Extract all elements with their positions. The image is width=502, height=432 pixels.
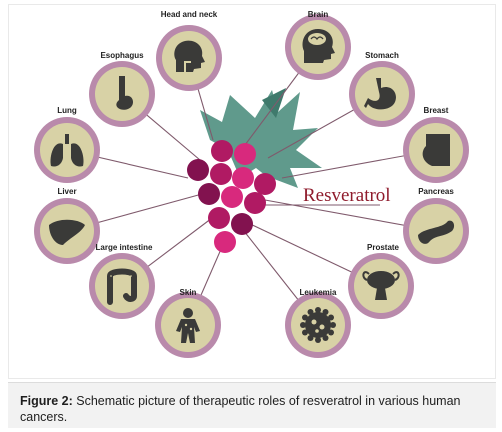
figure-caption: Figure 2: Schematic picture of therapeut…	[8, 382, 496, 428]
organ-label-large-intestine: Large intestine	[95, 243, 153, 252]
organ-label-prostate: Prostate	[366, 243, 400, 252]
esophagus-icon	[116, 76, 134, 110]
figure-panel	[8, 4, 496, 379]
organ-node-lung	[34, 117, 100, 183]
organ-node-leukemia	[285, 292, 351, 358]
grape-berry	[254, 173, 276, 195]
grape-berry	[214, 231, 236, 253]
organ-node-skin	[155, 292, 221, 358]
grape-leaf	[200, 88, 322, 188]
breast-icon	[422, 134, 450, 166]
prostate-icon	[362, 271, 400, 300]
organ-label-lung: Lung	[57, 106, 77, 115]
lung-icon	[50, 134, 84, 167]
organ-label-esophagus: Esophagus	[100, 51, 144, 60]
figure-number: Figure 2:	[20, 394, 73, 408]
brain-icon	[302, 29, 335, 63]
leaf-tip	[262, 88, 286, 118]
organ-node-esophagus	[89, 61, 155, 127]
organ-disc	[40, 123, 94, 177]
grape-berry	[231, 213, 253, 235]
organ-node-liver	[34, 198, 100, 264]
organ-node-prostate	[348, 253, 414, 319]
grape-berry	[232, 167, 254, 189]
organ-node-brain	[285, 14, 351, 80]
large-intestine-icon	[107, 268, 137, 305]
organ-label-pancreas: Pancreas	[418, 187, 454, 196]
organ-label-breast: Breast	[423, 106, 449, 115]
grape-berry	[198, 183, 220, 205]
grape-berry	[234, 143, 256, 165]
grape-berry	[187, 159, 209, 181]
organ-label-leukemia: Leukemia	[299, 288, 337, 297]
skin-icon	[176, 308, 200, 343]
stomach-icon	[364, 78, 396, 110]
grape-berry	[211, 140, 233, 162]
resveratrol-label: Resveratrol	[303, 185, 391, 206]
organ-label-stomach: Stomach	[365, 51, 399, 60]
leukemia-icon	[300, 307, 336, 343]
organ-disc	[95, 259, 149, 313]
organ-node-head-and-neck	[156, 25, 222, 91]
organ-node-stomach	[349, 61, 415, 127]
resveratrol-diagram	[34, 14, 469, 358]
organ-node-pancreas	[403, 198, 469, 264]
organ-node-large-intestine	[89, 253, 155, 319]
pancreas-icon	[418, 220, 455, 244]
liver-icon	[49, 219, 85, 245]
grape-berry	[221, 186, 243, 208]
grape-berry	[208, 207, 230, 229]
leaf-shape	[200, 90, 322, 188]
caption-text: Schematic picture of therapeutic roles o…	[20, 394, 461, 424]
organ-label-liver: Liver	[57, 187, 77, 196]
grape-berry	[210, 163, 232, 185]
head-and-neck-icon	[174, 40, 205, 72]
organ-label-brain: Brain	[307, 10, 329, 19]
grape-cluster	[187, 140, 276, 253]
grape-berry	[244, 192, 266, 214]
organ-node-breast	[403, 117, 469, 183]
organ-label-head-and-neck: Head and neck	[160, 10, 218, 19]
organ-label-skin: Skin	[179, 288, 197, 297]
